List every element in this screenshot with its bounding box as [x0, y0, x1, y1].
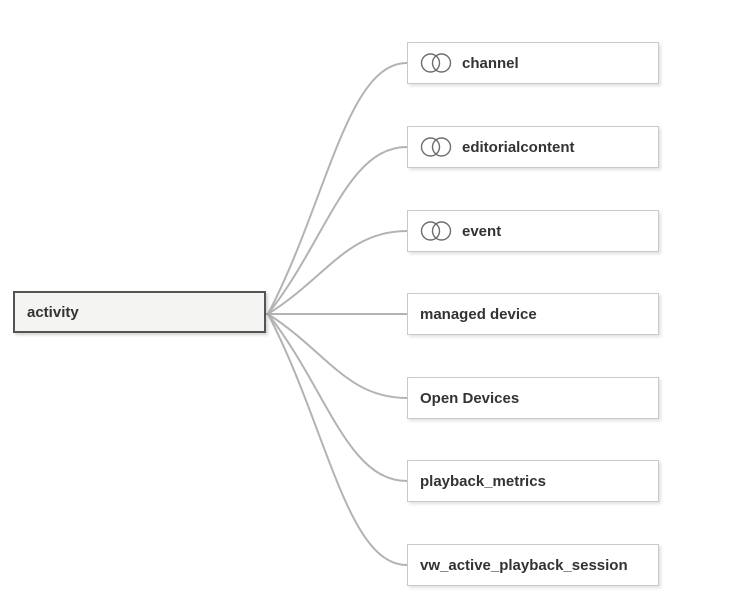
venn-join-icon — [420, 136, 452, 158]
table-node-open-devices[interactable]: Open Devices — [407, 377, 659, 419]
table-node-activity[interactable]: activity — [13, 291, 266, 333]
connector-activity-playback-metrics[interactable] — [267, 313, 408, 482]
table-node-label: event — [462, 222, 502, 240]
table-node-event[interactable]: event — [407, 210, 659, 252]
table-node-vw-active-playback-session[interactable]: vw_active_playback_session — [407, 544, 659, 586]
connector-activity-channel[interactable] — [267, 62, 408, 315]
venn-join-icon — [420, 220, 452, 242]
table-node-label: Open Devices — [420, 389, 520, 407]
table-node-label: vw_active_playback_session — [420, 556, 628, 574]
table-node-label: activity — [27, 303, 79, 321]
table-node-label: playback_metrics — [420, 472, 546, 490]
connector-activity-event[interactable] — [267, 230, 408, 315]
table-node-channel[interactable]: channel — [407, 42, 659, 84]
table-node-label: managed device — [420, 305, 537, 323]
venn-join-icon — [420, 52, 452, 74]
table-node-playback-metrics[interactable]: playback_metrics — [407, 460, 659, 502]
connector-activity-vw-active-playback-session[interactable] — [267, 313, 408, 566]
connector-activity-editorialcontent[interactable] — [267, 146, 408, 315]
table-node-label: channel — [462, 54, 519, 72]
connector-activity-open-devices[interactable] — [267, 313, 408, 399]
table-node-editorialcontent[interactable]: editorialcontent — [407, 126, 659, 168]
table-node-managed-device[interactable]: managed device — [407, 293, 659, 335]
table-node-label: editorialcontent — [462, 138, 575, 156]
